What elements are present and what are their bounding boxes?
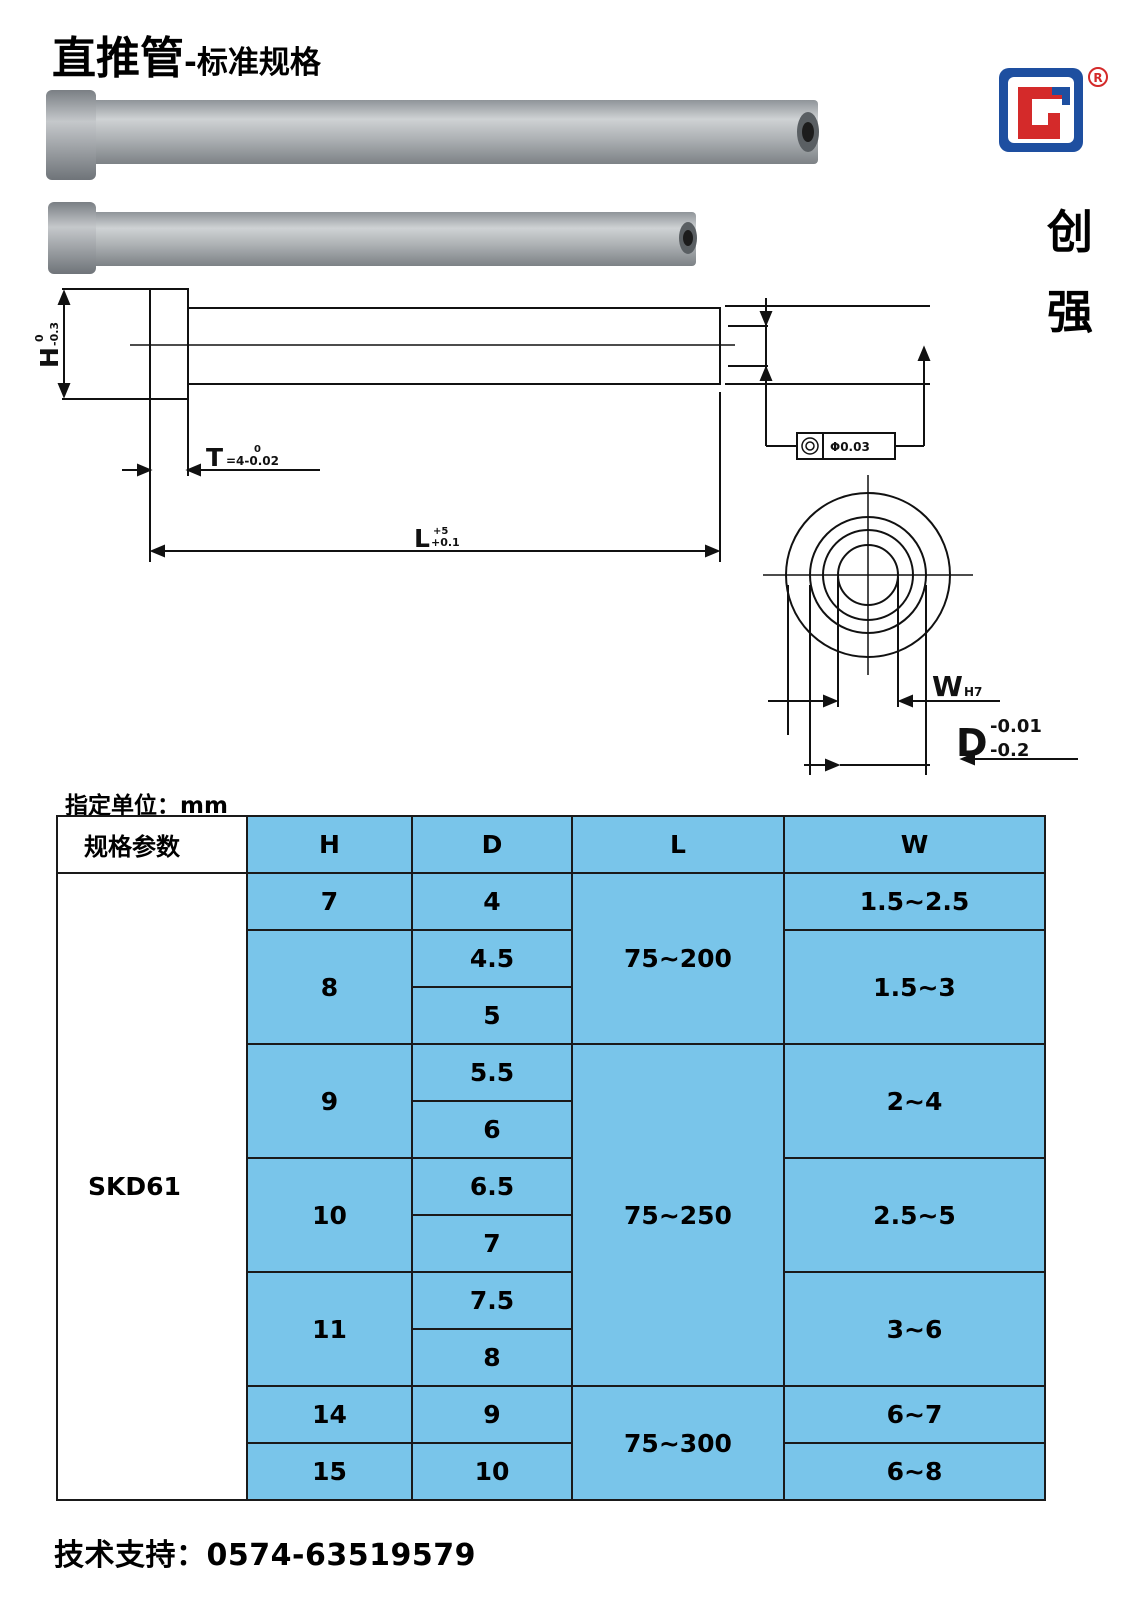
cell-d: 7 — [411, 1214, 573, 1273]
cell-w: 2~4 — [783, 1043, 1046, 1159]
cell-h: 11 — [246, 1271, 413, 1387]
end-view — [763, 475, 1078, 775]
cell-w: 1.5~3 — [783, 929, 1046, 1045]
cell-h: 15 — [246, 1442, 413, 1501]
l-upper: +5 — [433, 526, 448, 537]
t-upper: 0 — [254, 444, 261, 455]
cell-w: 6~8 — [783, 1442, 1046, 1501]
title-main: 直推管 — [52, 33, 184, 84]
cell-d: 9 — [411, 1385, 573, 1444]
table-row: 6 — [57, 1100, 1045, 1159]
cell-l: 75~200 — [571, 872, 785, 1045]
page-title: 直推管-标准规格 — [52, 22, 321, 86]
cell-d: 4.5 — [411, 929, 573, 988]
header-spec-label: 规格参数 — [56, 815, 248, 874]
brand-char-1: 创 — [1047, 205, 1093, 259]
table-row: 9 5.5 75~250 2~4 — [57, 1043, 1046, 1387]
brand-logo: R — [999, 67, 1108, 152]
d-label: D — [956, 721, 988, 765]
d-lower: -0.2 — [990, 740, 1029, 761]
t-eq: =4-0.02 — [226, 454, 279, 468]
h-upper: 0 — [33, 334, 46, 342]
short-pin-photo — [48, 202, 697, 274]
side-view — [57, 288, 931, 562]
table-row: SKD61 7 4 75~200 1.5~2.5 — [56, 872, 1046, 1501]
tolerance-label: Φ0.03 — [830, 440, 870, 454]
cell-h: 10 — [246, 1157, 413, 1273]
t-label: T — [206, 443, 223, 472]
long-pin-photo — [46, 90, 819, 180]
cell-w: 1.5~2.5 — [783, 872, 1046, 931]
cell-d: 4 — [411, 872, 573, 931]
table-header-row: 规格参数 H D L W — [56, 815, 1046, 874]
title-sub: -标准规格 — [184, 45, 321, 81]
cell-d: 5 — [411, 986, 573, 1045]
table-row: 15 10 6~8 — [57, 1442, 1046, 1501]
technical-drawing: H 0 -0.3 T 0 =4-0.02 L +5 +0.1 Φ0.03 W H… — [33, 288, 1078, 775]
header-h: H — [246, 815, 413, 874]
product-photo — [46, 90, 819, 274]
brand-char-2: 强 — [1047, 285, 1093, 339]
table-row: 8 4.5 1.5~3 — [57, 929, 1046, 1045]
l-lower: +0.1 — [431, 536, 460, 549]
header-d: D — [411, 815, 573, 874]
table-row: 11 7.5 3~6 — [57, 1271, 1046, 1387]
l-label: L — [414, 524, 430, 553]
cell-h: 8 — [246, 929, 413, 1045]
h-label: H — [35, 347, 64, 368]
table-row: 7 — [57, 1214, 1045, 1273]
material-cell: SKD61 — [56, 872, 248, 1501]
cell-d: 8 — [411, 1328, 573, 1387]
registered-mark: R — [1093, 71, 1102, 85]
cell-d: 5.5 — [411, 1043, 573, 1102]
w-sub: H7 — [964, 685, 982, 699]
table-row: 8 — [57, 1328, 1045, 1387]
table-row: 10 6.5 2.5~5 — [57, 1157, 1046, 1273]
cell-d: 7.5 — [411, 1271, 573, 1330]
header-w: W — [783, 815, 1046, 874]
cell-d: 6.5 — [411, 1157, 573, 1216]
cell-w: 2.5~5 — [783, 1157, 1046, 1273]
cell-d: 6 — [411, 1100, 573, 1159]
w-label: W — [932, 670, 963, 703]
cell-l: 75~250 — [571, 1043, 785, 1387]
cell-l: 75~300 — [571, 1385, 785, 1501]
cell-h: 9 — [246, 1043, 413, 1159]
cell-h: 7 — [246, 872, 413, 931]
cell-d: 10 — [411, 1442, 573, 1501]
header-l: L — [571, 815, 785, 874]
support-phone: 技术支持：0574-63519579 — [54, 1538, 476, 1573]
cell-w: 3~6 — [783, 1271, 1046, 1387]
h-lower: -0.3 — [48, 322, 61, 346]
cell-h: 14 — [246, 1385, 413, 1444]
d-upper: -0.01 — [990, 716, 1042, 737]
table-row: 14 9 75~300 6~7 — [57, 1385, 1046, 1501]
cell-w: 6~7 — [783, 1385, 1046, 1444]
table-row: 5 — [57, 986, 1045, 1045]
spec-table: 规格参数 H D L W SKD61 7 4 75~200 1.5~2.5 8 … — [56, 815, 1046, 1501]
unit-label: 指定单位：mm — [65, 793, 228, 819]
